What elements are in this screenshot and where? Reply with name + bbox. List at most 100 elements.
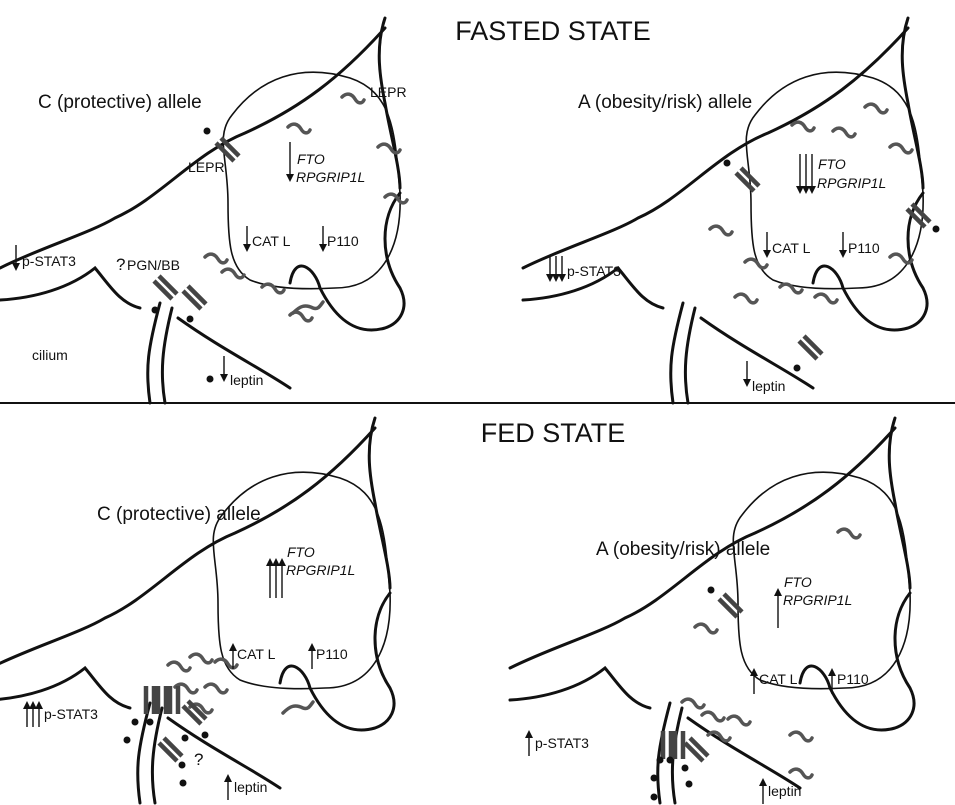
lepr-receptor [675, 731, 683, 759]
receptor-squiggle [695, 624, 717, 633]
receptor-squiggle [838, 529, 860, 538]
fto-up-arrow [266, 558, 274, 598]
receptor-squiggle [865, 104, 887, 113]
pstat3-up-arrow [35, 701, 43, 727]
fed-risk-allele-label: A (obesity/risk) allele [596, 539, 770, 560]
lepr-label: LEPR [188, 159, 225, 175]
catl-label: CAT L [772, 240, 811, 256]
p110-down-arrow [839, 232, 847, 258]
p110-label: P110 [837, 671, 869, 687]
leptin-dot [204, 128, 211, 135]
leptin-dot [187, 316, 194, 323]
lepr-receptor [183, 286, 206, 309]
leptin-dot [202, 732, 209, 739]
pstat3-up-arrow [525, 730, 533, 756]
pgnbb-label: PGN/BB [127, 257, 180, 273]
leptin-dot [147, 719, 154, 726]
leptin-dot [657, 757, 664, 764]
receptor-squiggle [702, 712, 724, 721]
receptor-squiggle [190, 654, 212, 663]
leptin-down-arrow [220, 356, 228, 382]
leptin-dot [182, 735, 189, 742]
leptin-label: leptin [752, 378, 785, 394]
fed-protective-cell [0, 418, 394, 803]
fed-protective-allele-label: C (protective) allele [97, 504, 261, 525]
receptor-squiggle [745, 259, 767, 268]
lepr-receptor [159, 738, 182, 761]
pstat3-label: p-STAT3 [44, 706, 98, 722]
lepr-receptor [170, 686, 178, 714]
question-mark: ? [116, 255, 125, 274]
leptin-dot [180, 780, 187, 787]
catl-label: CAT L [759, 671, 798, 687]
receptor-squiggle [378, 144, 400, 153]
receptor-squiggle [288, 124, 310, 133]
lepr-receptor [183, 701, 206, 724]
rpgrip1l-label: RPGRIP1L [783, 592, 852, 608]
receptor-squiggle [168, 662, 190, 671]
fto-down-arrow [796, 154, 804, 194]
fasted-risk-cell [523, 18, 940, 403]
pstat3-down-arrow [552, 256, 560, 282]
fto-down-arrow [286, 142, 294, 182]
leptin-dot [667, 757, 674, 764]
fasted-risk-allele-label: A (obesity/risk) allele [578, 92, 752, 113]
leptin-dot [724, 160, 731, 167]
catl-down-arrow [763, 232, 771, 258]
fto-label: FTO [818, 156, 846, 172]
leptin-dot [179, 762, 186, 769]
p110-down-arrow [319, 226, 327, 252]
p110-label: P110 [327, 233, 359, 249]
p110-label: P110 [316, 646, 348, 662]
receptor-squiggle [790, 769, 812, 778]
lepr-receptor [685, 738, 708, 761]
pstat3-label: p-STAT3 [22, 253, 76, 269]
leptin-dot [152, 307, 159, 314]
fasted-protective-cell [0, 18, 407, 403]
catl-down-arrow [243, 226, 251, 252]
rpgrip1l-label: RPGRIP1L [817, 175, 886, 191]
fasted-protective-allele-label: C (protective) allele [38, 92, 202, 113]
leptin-label: leptin [230, 372, 263, 388]
leptin-label: leptin [768, 783, 801, 799]
leptin-dot [682, 765, 689, 772]
receptor-squiggle [833, 128, 855, 137]
leptin-dot [651, 794, 658, 801]
fto-up-arrow [278, 558, 286, 598]
p110-up-arrow [308, 643, 316, 669]
rpgrip1l-label: RPGRIP1L [286, 562, 355, 578]
fto-down-arrow [802, 154, 810, 194]
receptor-squiggle [385, 194, 407, 203]
fasted-state-title: FASTED STATE [455, 16, 651, 46]
receptor-squiggle [780, 284, 802, 293]
receptor-squiggle [815, 294, 837, 303]
leptin-dot [708, 587, 715, 594]
leptin-down-arrow [743, 361, 751, 387]
receptor-squiggle [735, 294, 757, 303]
leptin-dot [207, 376, 214, 383]
lepr-label: LEPR [370, 84, 407, 100]
receptor-squiggle [682, 699, 704, 708]
fto-label: FTO [287, 544, 315, 560]
leptin-dot [933, 226, 940, 233]
leptin-dot [124, 737, 131, 744]
lepr-receptor [146, 686, 154, 714]
receptor-squiggle [710, 226, 732, 235]
receptor-squiggle [890, 144, 912, 153]
leptin-label: leptin [234, 779, 267, 795]
pstat3-label: p-STAT3 [535, 735, 589, 751]
receptor-squiggle [792, 122, 814, 131]
receptor-squiggle [205, 684, 227, 693]
lepr-receptor [663, 731, 671, 759]
lepr-receptor [216, 138, 239, 161]
receptor-squiggle [222, 269, 244, 278]
fto-up-arrow [774, 588, 782, 628]
fto-label: FTO [297, 151, 325, 167]
leptin-dot [132, 719, 139, 726]
leptin-dot [794, 365, 801, 372]
fto-label: FTO [784, 574, 812, 590]
receptor-squiggle [728, 716, 750, 725]
question-mark: ? [194, 750, 203, 769]
pstat3-down-arrow [558, 256, 566, 282]
